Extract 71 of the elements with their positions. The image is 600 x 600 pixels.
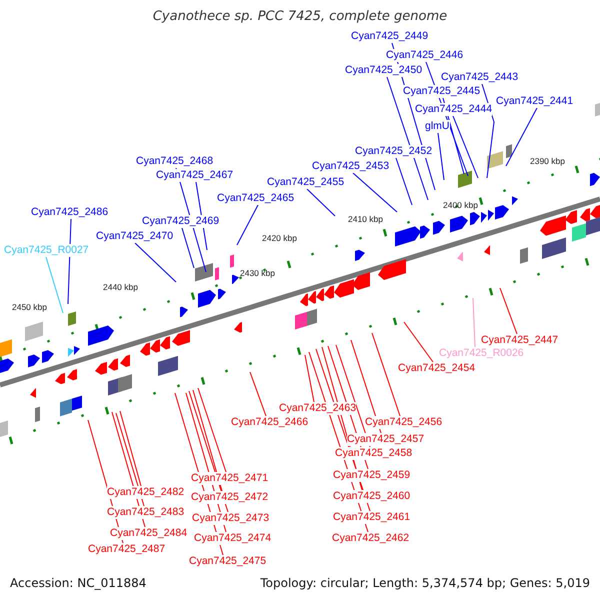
diagram-title: Cyanothece sp. PCC 7425, complete genome <box>152 9 448 24</box>
gene-label: Cyan7425_2446 <box>386 49 464 62</box>
gene-label: Cyan7425_2482 <box>107 486 184 499</box>
gene-label: Cyan7425_2466 <box>231 416 308 429</box>
leader-line <box>482 84 494 178</box>
leader-line <box>472 298 476 348</box>
leader-line <box>352 172 398 212</box>
leader-line <box>134 242 176 282</box>
leader-line <box>336 344 370 448</box>
gene-label: Cyan7425_2465 <box>217 192 294 205</box>
gene-label: Cyan7425_2473 <box>192 512 270 525</box>
gene-label: Cyan7425_2450 <box>345 64 422 77</box>
gene-label: Cyan7425_2452 <box>355 145 432 158</box>
gene-label: Cyan7425_R0027 <box>4 244 89 257</box>
leader-line <box>304 354 314 402</box>
position-label: 2450 kbp <box>12 302 47 312</box>
gene-label: Cyan7425_2460 <box>333 490 410 503</box>
gene-label: Cyan7425_2474 <box>194 532 272 545</box>
gene-label: Cyan7425_2484 <box>110 527 188 540</box>
leader-line <box>438 132 444 180</box>
gene-label: Cyan7425_2459 <box>333 469 410 482</box>
gene-label: Cyan7425_2487 <box>88 543 166 556</box>
gene-label: Cyan7425_2483 <box>107 506 184 519</box>
leader-line <box>46 256 64 314</box>
leader-line <box>404 322 434 362</box>
gene-label: Cyan7425_2456 <box>365 416 442 429</box>
leader-line <box>372 332 400 416</box>
position-label: 2390 kbp <box>530 156 565 166</box>
leader-line <box>506 108 538 166</box>
gene-label: Cyan7425_2469 <box>142 215 220 228</box>
position-label: 2400 kbp <box>443 200 478 210</box>
gene-label: Cyan7425_2475 <box>189 555 266 568</box>
leader-line <box>500 288 518 334</box>
gene-label: Cyan7425_2445 <box>403 85 480 98</box>
gene-label: Cyan7425_2444 <box>415 103 492 116</box>
gene-label: Cyan7425_2471 <box>191 472 268 485</box>
position-label: 2420 kbp <box>262 233 297 243</box>
gene-label: Cyan7425_2468 <box>136 155 214 168</box>
gene-label: Cyan7425_2458 <box>335 447 412 460</box>
leader-line <box>198 388 226 472</box>
leader-line <box>182 228 194 268</box>
gene-label: Cyan7425_2461 <box>333 511 410 524</box>
leader-line <box>250 372 266 416</box>
position-label: 2430 kbp <box>240 268 275 278</box>
gene-label: Cyan7425_2447 <box>481 334 558 347</box>
gene-label: Cyan7425_2443 <box>441 71 518 84</box>
gene-label: Cyan7425_2441 <box>496 95 574 108</box>
gene-label: Cyan7425_2463 <box>279 402 356 415</box>
gene-label: Cyan7425_2453 <box>312 160 390 173</box>
leader-line <box>306 188 336 216</box>
accession-text: Accession: NC_011884 <box>10 576 146 590</box>
gene-label: Cyan7425_2457 <box>347 433 424 446</box>
gene-label: Cyan7425_2470 <box>96 230 174 243</box>
leader-line <box>396 158 412 206</box>
gene-label: Cyan7425_2449 <box>351 30 428 43</box>
leader-line <box>452 116 478 178</box>
position-label: 2440 kbp <box>103 282 138 292</box>
gene-label: Cyan7425_2455 <box>267 176 344 189</box>
leader-line <box>386 76 428 200</box>
genome-info-text: Topology: circular; Length: 5,374,574 bp; Genes: 5,019 <box>260 576 590 590</box>
gene-label: Cyan7425_R0026 <box>439 347 524 360</box>
gene-label: Cyan7425_2454 <box>398 362 476 375</box>
position-label: 2410 kbp <box>348 214 383 224</box>
leader-line <box>120 410 142 486</box>
leader-line <box>192 390 222 492</box>
gene-label: Cyan7425_2486 <box>31 206 108 219</box>
leader-line <box>236 204 258 246</box>
gene-label: glmU <box>425 120 450 133</box>
gene-label: Cyan7425_2462 <box>332 532 410 545</box>
gene-label: Cyan7425_2467 <box>156 169 234 182</box>
gene-label: Cyan7425_2472 <box>191 491 268 504</box>
